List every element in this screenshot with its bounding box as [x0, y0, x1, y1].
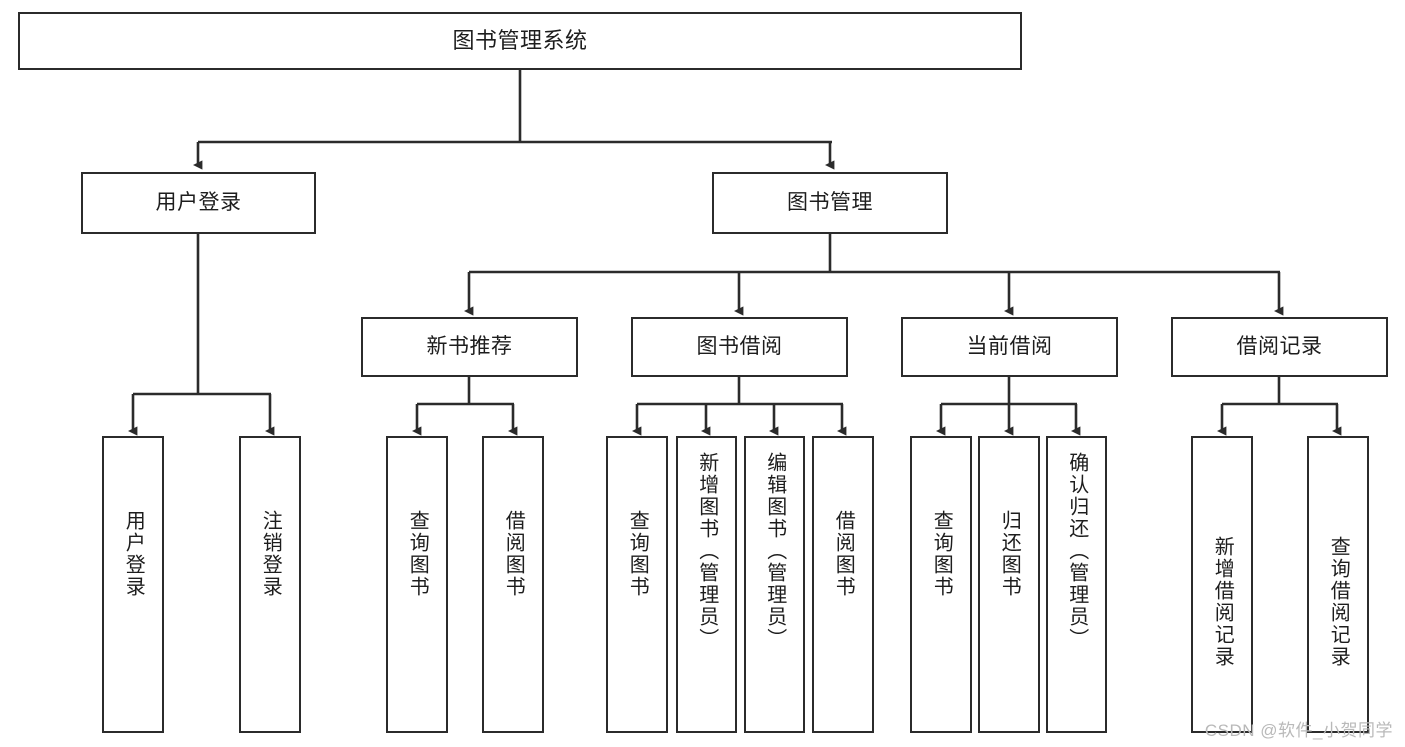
watermark-text: CSDN @软件_小贺同学 [1204, 721, 1393, 740]
node-user-login[interactable]: 用户登录 [81, 172, 316, 234]
node-leaf-add-book[interactable]: 新增图书（管理员） [676, 436, 737, 733]
node-leaf-return-book[interactable]: 归还图书 [978, 436, 1040, 733]
node-leaf-add-record[interactable]: 新增借阅记录 [1191, 436, 1253, 733]
node-new-book-recommend[interactable]: 新书推荐 [361, 317, 578, 377]
node-leaf-borrow-book-2[interactable]: 借阅图书 [812, 436, 874, 733]
node-borrow-record[interactable]: 借阅记录 [1171, 317, 1388, 377]
node-label: 查询借阅记录 [1327, 536, 1350, 668]
node-leaf-query-book-2[interactable]: 查询图书 [606, 436, 668, 733]
node-leaf-edit-book[interactable]: 编辑图书（管理员） [744, 436, 805, 733]
node-root-system[interactable]: 图书管理系统 [18, 12, 1022, 70]
node-label: 归还图书 [998, 510, 1021, 598]
node-label: 新增借阅记录 [1211, 536, 1234, 668]
node-label: 当前借阅 [966, 334, 1053, 358]
node-leaf-query-book-3[interactable]: 查询图书 [910, 436, 972, 733]
node-current-borrow[interactable]: 当前借阅 [901, 317, 1118, 377]
node-label: 借阅记录 [1236, 334, 1323, 358]
node-label: 注销登录 [259, 510, 282, 598]
node-label: 用户登录 [155, 190, 242, 214]
node-label: 确认归还（管理员） [1065, 452, 1088, 650]
node-leaf-logout-login[interactable]: 注销登录 [239, 436, 301, 733]
node-label: 查询图书 [406, 510, 429, 598]
node-label: 图书管理 [787, 190, 873, 214]
node-label: 图书管理系统 [452, 28, 588, 54]
node-label: 图书借阅 [696, 334, 783, 358]
node-label: 借阅图书 [502, 510, 525, 598]
node-leaf-user-login[interactable]: 用户登录 [102, 436, 164, 733]
node-label: 用户登录 [122, 510, 145, 598]
node-leaf-confirm-return[interactable]: 确认归还（管理员） [1046, 436, 1107, 733]
node-label: 查询图书 [626, 510, 649, 598]
node-label: 借阅图书 [832, 510, 855, 598]
node-label: 编辑图书（管理员） [763, 452, 786, 650]
node-leaf-query-book-1[interactable]: 查询图书 [386, 436, 448, 733]
node-leaf-borrow-book-1[interactable]: 借阅图书 [482, 436, 544, 733]
node-book-borrow[interactable]: 图书借阅 [631, 317, 848, 377]
node-label: 新书推荐 [426, 334, 513, 358]
node-book-management[interactable]: 图书管理 [712, 172, 948, 234]
node-label: 新增图书（管理员） [695, 452, 718, 650]
node-label: 查询图书 [930, 510, 953, 598]
node-leaf-query-record[interactable]: 查询借阅记录 [1307, 436, 1369, 733]
